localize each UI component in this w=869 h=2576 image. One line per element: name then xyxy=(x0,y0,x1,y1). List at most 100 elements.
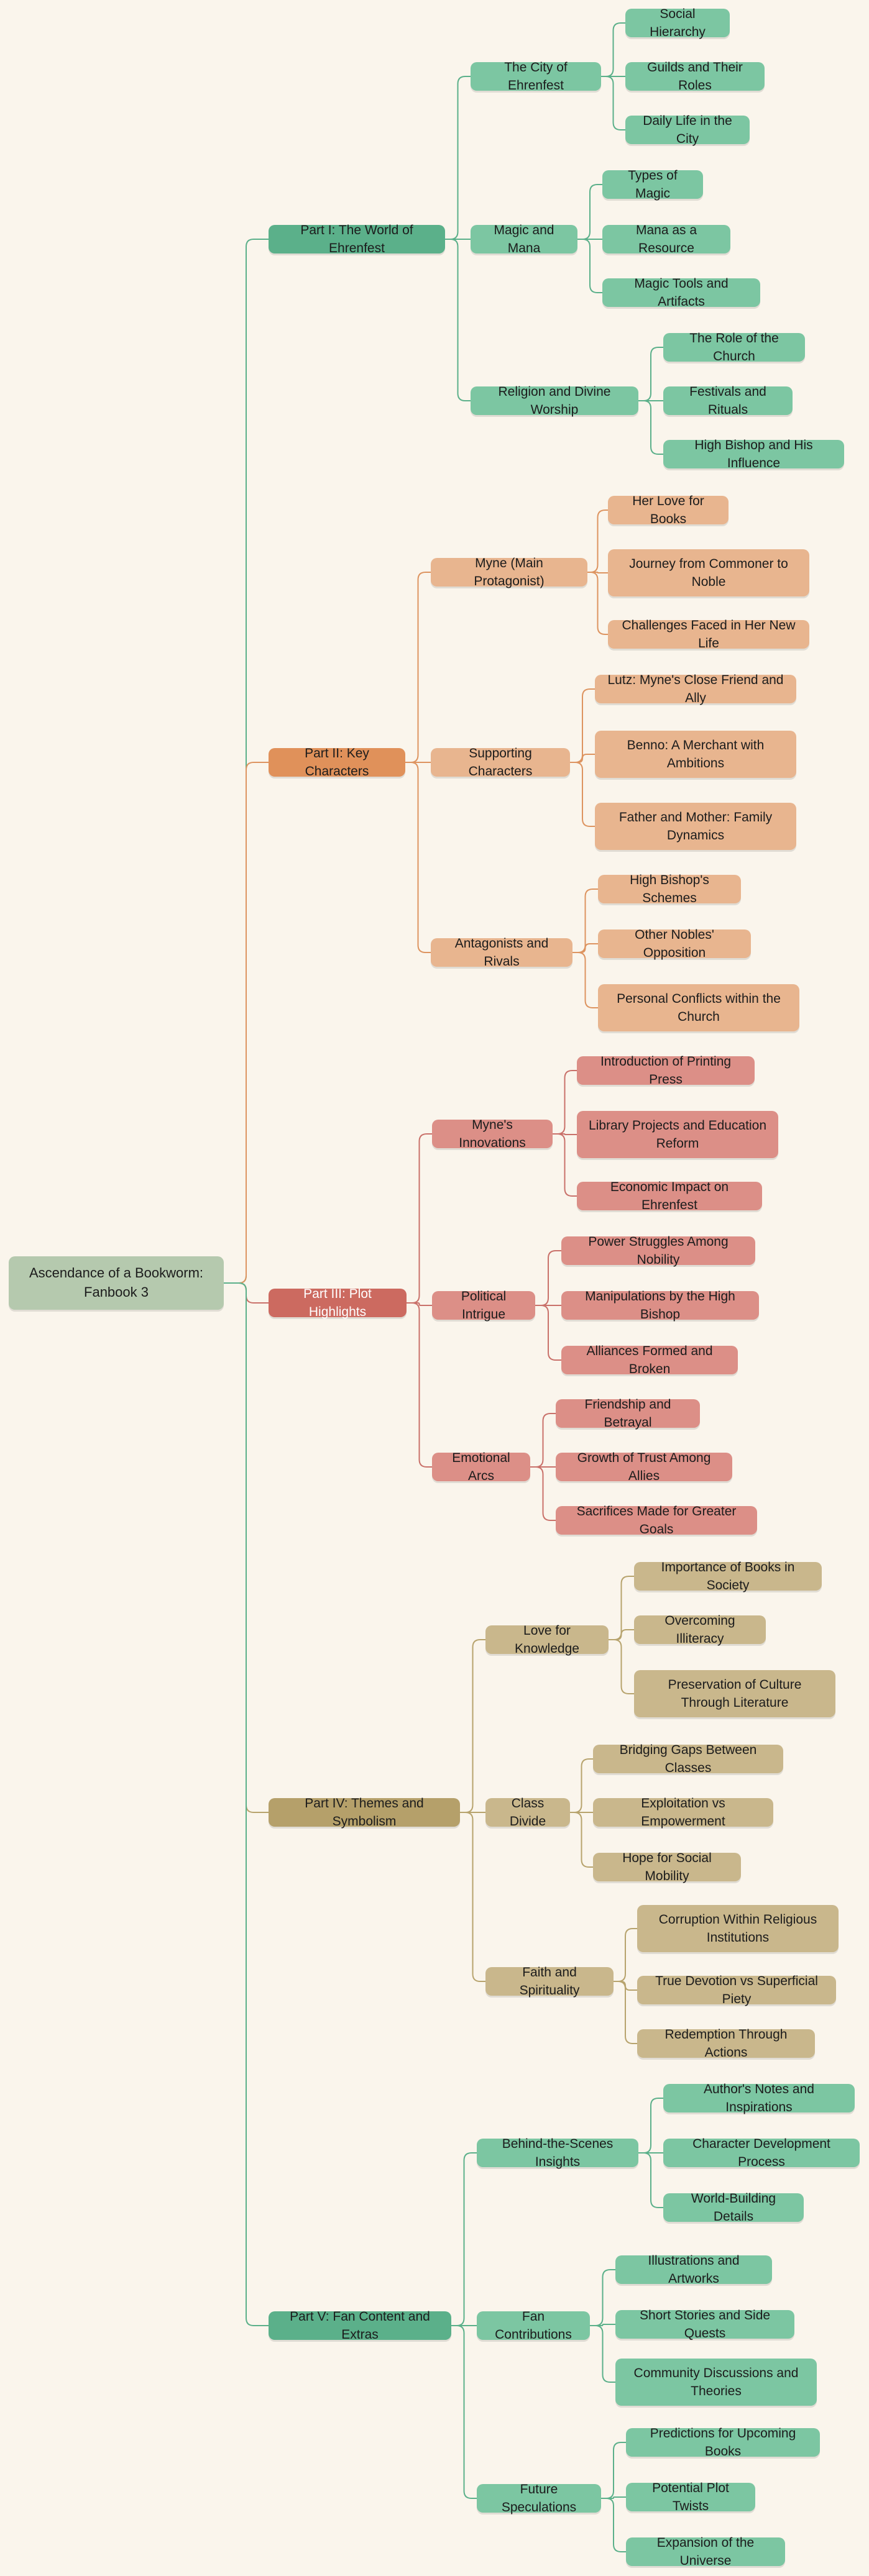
subtopic-to-leaf-link xyxy=(590,2324,615,2326)
subtopic-node: Myne's Innovations xyxy=(432,1118,553,1150)
leaf-node: Father and Mother: Family Dynamics xyxy=(595,803,796,850)
leaf-node: Lutz: Myne's Close Friend and Ally xyxy=(595,673,796,705)
leaf-node: Friendship and Betrayal xyxy=(556,1397,700,1430)
leaf-node: Manipulations by the High Bishop xyxy=(561,1289,759,1322)
leaf-node: Expansion of the Universe xyxy=(626,2536,785,2568)
part-to-subtopic-link xyxy=(460,1639,485,1813)
subtopic-to-leaf-link xyxy=(572,943,598,953)
part-node: Part II: Key Characters xyxy=(269,746,405,779)
part-node: Part III: Plot Highlights xyxy=(269,1287,407,1319)
part-to-subtopic-link xyxy=(407,1133,432,1304)
leaf-node: Sacrifices Made for Greater Goals xyxy=(556,1504,757,1537)
subtopic-node: Future Speculations xyxy=(477,2482,601,2514)
subtopic-to-leaf-link xyxy=(609,1629,634,1640)
part-to-subtopic-link xyxy=(460,1812,485,1982)
leaf-node: Personal Conflicts within the Church xyxy=(598,984,799,1031)
subtopic-to-leaf-link xyxy=(570,1758,593,1813)
leaf-node: Illustrations and Artworks xyxy=(615,2254,772,2286)
subtopic-to-leaf-link xyxy=(553,1133,577,1135)
leaf-node: Bridging Gaps Between Classes xyxy=(593,1743,783,1775)
subtopic-to-leaf-link xyxy=(590,2325,615,2383)
subtopic-to-leaf-link xyxy=(601,76,625,130)
leaf-node: Community Discussions and Theories xyxy=(615,2359,817,2406)
subtopic-node: Magic and Mana xyxy=(471,223,577,255)
subtopic-node: Love for Knowledge xyxy=(485,1624,609,1656)
leaf-node: Potential Plot Twists xyxy=(626,2481,755,2513)
leaf-node: Importance of Books in Society xyxy=(634,1560,822,1592)
part-to-subtopic-link xyxy=(407,1302,432,1468)
leaf-node: Library Projects and Education Reform xyxy=(577,1111,778,1158)
subtopic-to-leaf-link xyxy=(601,22,625,77)
leaf-node: Predictions for Upcoming Books xyxy=(626,2426,820,2459)
subtopic-to-leaf-link xyxy=(587,509,608,573)
leaf-node: Magic Tools and Artifacts xyxy=(602,276,760,309)
leaf-node: Corruption Within Religious Institutions xyxy=(637,1905,839,1952)
leaf-node: Festivals and Rituals xyxy=(663,385,793,417)
leaf-node: High Bishop and His Influence xyxy=(663,438,844,470)
leaf-node: Social Hierarchy xyxy=(625,7,730,39)
subtopic-to-leaf-link xyxy=(601,2498,626,2552)
subtopic-to-leaf-link xyxy=(638,2098,663,2154)
leaf-node: Benno: A Merchant with Ambitions xyxy=(595,731,796,778)
subtopic-to-leaf-link xyxy=(638,347,663,401)
root-node: Ascendance of a Bookworm: Fanbook 3 xyxy=(9,1256,224,1310)
subtopic-to-leaf-link xyxy=(553,1133,577,1197)
leaf-node: Journey from Commoner to Noble xyxy=(608,549,809,596)
subtopic-to-leaf-link xyxy=(614,1928,637,1982)
part-node: Part I: The World of Ehrenfest xyxy=(269,223,445,255)
subtopic-to-leaf-link xyxy=(587,572,608,635)
subtopic-to-leaf-link xyxy=(570,754,595,763)
subtopic-to-leaf-link xyxy=(553,1070,577,1135)
subtopic-node: Class Divide xyxy=(485,1796,570,1829)
subtopic-node: Political Intrigue xyxy=(432,1289,535,1322)
subtopic-to-leaf-link xyxy=(601,2496,626,2499)
subtopic-node: Myne (Main Protagonist) xyxy=(431,556,587,588)
subtopic-to-leaf-link xyxy=(535,1305,561,1361)
leaf-node: World-Building Details xyxy=(663,2191,804,2224)
leaf-node: True Devotion vs Superficial Piety xyxy=(637,1974,836,2006)
leaf-node: Author's Notes and Inspirations xyxy=(663,2082,855,2114)
subtopic-to-leaf-link xyxy=(638,400,663,455)
part-to-subtopic-link xyxy=(405,762,431,953)
subtopic-to-leaf-link xyxy=(572,952,598,1008)
subtopic-node: Antagonists and Rivals xyxy=(431,936,572,969)
root-to-part-link xyxy=(224,1282,269,2326)
leaf-node: Redemption Through Actions xyxy=(637,2027,815,2060)
subtopic-to-leaf-link xyxy=(570,762,595,827)
part-to-subtopic-link xyxy=(451,2325,477,2499)
subtopic-node: Faith and Spirituality xyxy=(485,1965,614,1998)
subtopic-to-leaf-link xyxy=(570,688,595,763)
leaf-node: Other Nobles' Opposition xyxy=(598,928,751,960)
leaf-node: Growth of Trust Among Allies xyxy=(556,1451,732,1483)
subtopic-to-leaf-link xyxy=(570,1812,593,1868)
leaf-node: Hope for Social Mobility xyxy=(593,1851,741,1883)
subtopic-to-leaf-link xyxy=(535,1250,561,1306)
part-to-subtopic-link xyxy=(451,2152,477,2326)
leaf-node: Her Love for Books xyxy=(608,494,729,526)
leaf-node: Economic Impact on Ehrenfest xyxy=(577,1180,762,1212)
subtopic-node: Emotional Arcs xyxy=(432,1451,530,1483)
subtopic-to-leaf-link xyxy=(577,184,602,240)
root-to-part-link xyxy=(224,762,269,1284)
leaf-node: Guilds and Their Roles xyxy=(625,60,765,93)
part-to-subtopic-link xyxy=(445,239,471,401)
subtopic-node: Supporting Characters xyxy=(431,746,570,779)
part-node: Part V: Fan Content and Extras xyxy=(269,2309,451,2342)
subtopic-node: Fan Contributions xyxy=(477,2309,590,2342)
leaf-node: Character Development Process xyxy=(663,2137,860,2169)
leaf-node: The Role of the Church xyxy=(663,331,805,363)
leaf-node: Types of Magic xyxy=(602,168,703,201)
leaf-node: Mana as a Resource xyxy=(602,223,730,255)
subtopic-to-leaf-link xyxy=(590,2269,615,2326)
leaf-node: Introduction of Printing Press xyxy=(577,1054,755,1087)
subtopic-to-leaf-link xyxy=(577,239,602,293)
subtopic-to-leaf-link xyxy=(614,1981,637,2044)
leaf-node: Short Stories and Side Quests xyxy=(615,2308,794,2341)
part-to-subtopic-link xyxy=(405,572,431,763)
subtopic-to-leaf-link xyxy=(601,2442,626,2499)
subtopic-node: The City of Ehrenfest xyxy=(471,60,601,93)
leaf-node: Challenges Faced in Her New Life xyxy=(608,618,809,651)
subtopic-to-leaf-link xyxy=(572,888,598,953)
